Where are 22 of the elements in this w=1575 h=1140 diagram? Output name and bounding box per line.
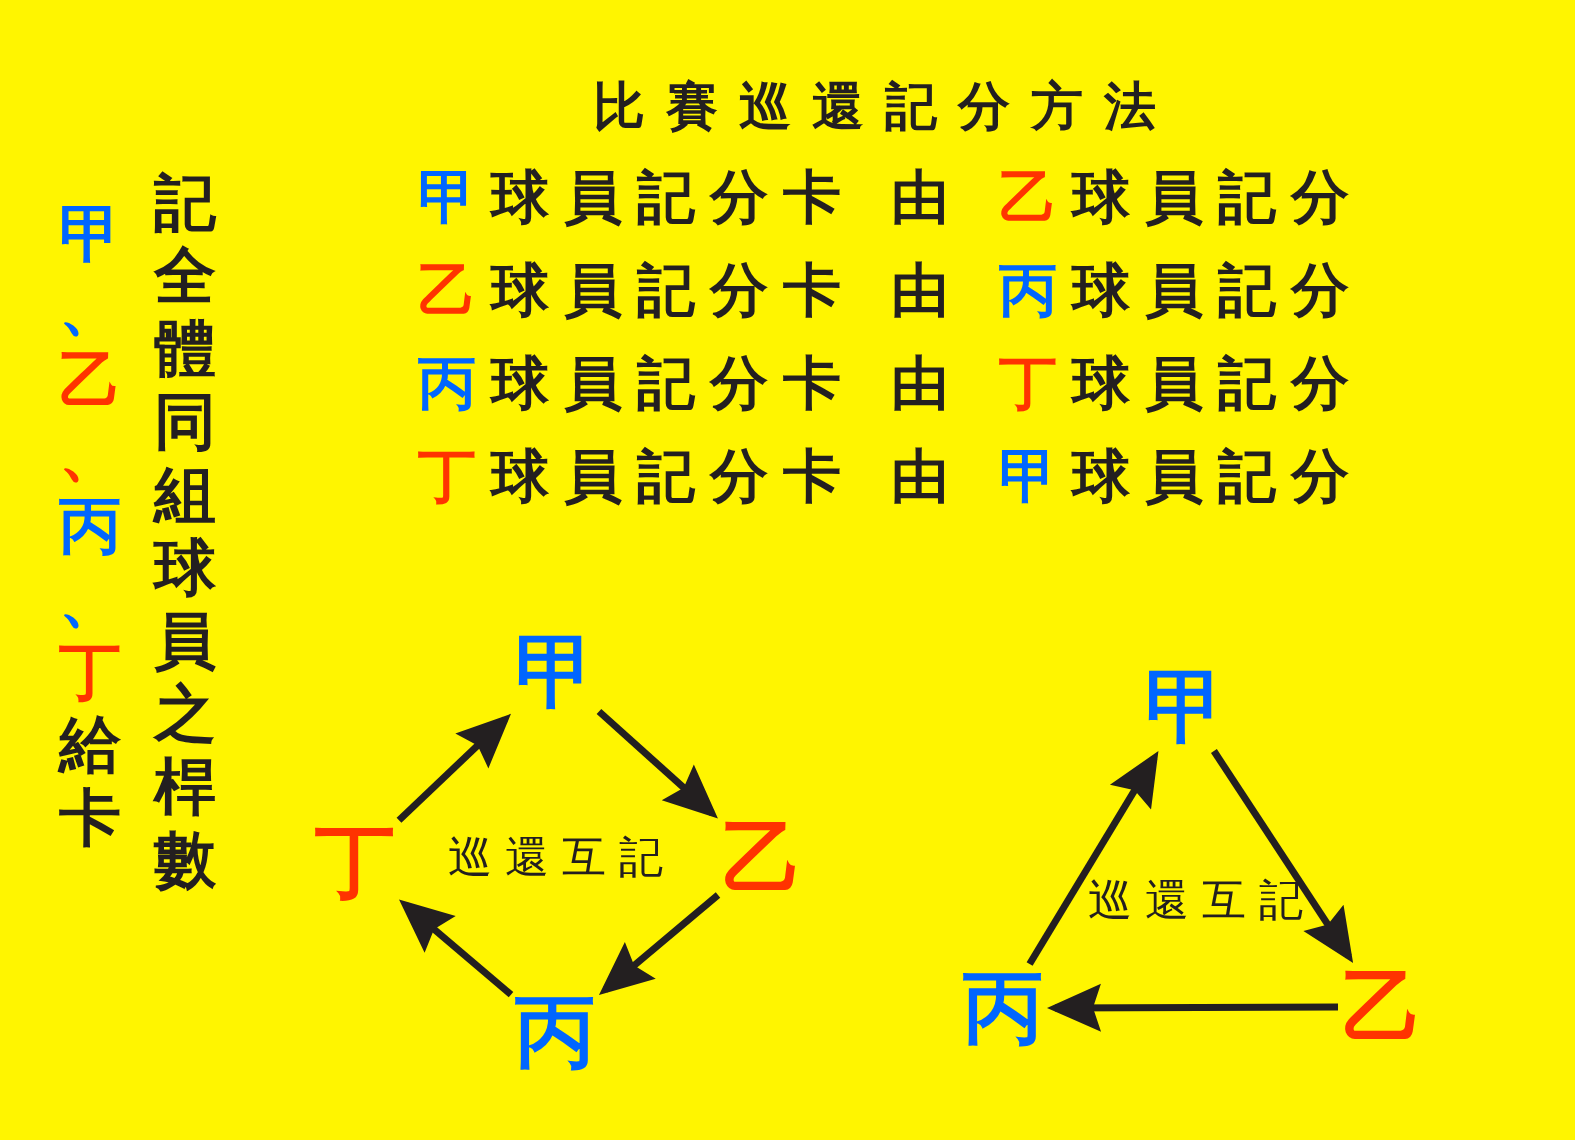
player-label: 乙 [718,814,806,902]
rule-text: 丙球員記分卡 由 丁球員記分 [418,354,1365,412]
rule-text: 甲球員記分卡 由 乙球員記分 [418,168,1365,226]
player-label: 甲 [1141,663,1229,751]
player-label: 丙 [511,988,599,1076]
player-label: 乙 [1338,963,1426,1051]
rule-text: 丁球員記分卡 由 甲球員記分 [418,447,1365,505]
arrow [596,708,718,819]
arrow [399,899,514,998]
arrow [1210,749,1354,963]
arrow [1026,750,1159,966]
player-label: 丙 [959,964,1047,1052]
vertical-text: 記全體同組球員之桿數 [154,166,216,896]
cycle-caption: 巡還互記 [1088,878,1316,922]
rule-text: 乙球員記分卡 由 丙球員記分 [418,261,1365,319]
arrow [396,713,511,823]
title: 比賽巡還記分方法 [593,80,1177,132]
player-label: 丁 [311,818,399,906]
vertical-text: 甲、乙、丙、丁給卡 [59,197,121,854]
arrow [599,892,721,996]
cycle-caption: 巡還互記 [448,835,676,879]
player-label: 甲 [511,628,599,716]
